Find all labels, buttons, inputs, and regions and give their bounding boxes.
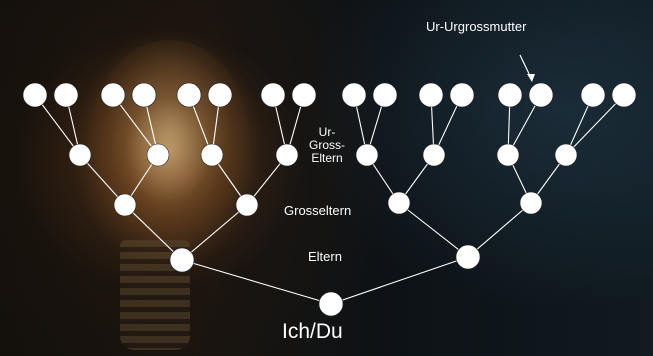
node-ur-ur-gross-eltern xyxy=(207,82,233,108)
node-eltern xyxy=(169,247,195,273)
node-grosseltern xyxy=(113,193,137,217)
node-ur-ur-gross-eltern xyxy=(497,82,523,108)
node-ur-ur-gross-eltern xyxy=(341,82,367,108)
node-ur-ur-gross-eltern xyxy=(449,82,475,108)
label-urgrosseltern-line3: Eltern xyxy=(311,151,343,166)
tree-edge xyxy=(398,202,469,258)
tree-edge xyxy=(330,256,469,305)
node-grosseltern xyxy=(387,191,411,215)
node-ur-ur-gross-eltern xyxy=(418,82,444,108)
node-ur-gross-eltern xyxy=(146,143,170,167)
label-urgrosseltern: Ur- Gross- Eltern xyxy=(302,125,352,166)
arrowhead-icon xyxy=(527,74,535,82)
node-grosseltern xyxy=(519,191,543,215)
node-ur-gross-eltern xyxy=(554,143,578,167)
node-ur-ur-gross-eltern xyxy=(176,82,202,108)
node-ur-ur-gross-eltern xyxy=(372,82,398,108)
node-ur-gross-eltern xyxy=(355,143,379,167)
node-ur-ur-gross-eltern xyxy=(53,82,79,108)
node-ur-gross-eltern xyxy=(275,143,299,167)
tree-edge xyxy=(124,204,183,261)
node-ur-ur-gross-eltern xyxy=(100,82,126,108)
node-ur-gross-eltern xyxy=(422,143,446,167)
tree-edge xyxy=(34,94,81,156)
node-ur-ur-gross-eltern xyxy=(260,82,286,108)
node-eltern xyxy=(455,244,481,270)
node-ur-gross-eltern xyxy=(496,143,520,167)
label-urgrosseltern-line2: Gross- xyxy=(309,138,345,153)
node-ur-ur-gross-eltern xyxy=(291,82,317,108)
label-ich-du: Ich/Du xyxy=(282,320,343,343)
node-ur-gross-eltern xyxy=(200,143,224,167)
label-grosseltern: Grosseltern xyxy=(284,203,352,218)
node-ich-du xyxy=(318,291,344,317)
node-ur-ur-gross-eltern xyxy=(580,82,606,108)
tree-edge xyxy=(181,259,332,305)
node-ur-ur-gross-eltern xyxy=(528,82,554,108)
node-ur-ur-gross-eltern xyxy=(131,82,157,108)
node-grosseltern xyxy=(235,193,259,217)
tree-edge xyxy=(181,204,248,261)
label-eltern: Eltern xyxy=(308,249,342,264)
tree-edge xyxy=(565,94,625,156)
tree-edge xyxy=(112,94,159,156)
node-ur-ur-gross-eltern xyxy=(22,82,48,108)
tree-nodes xyxy=(22,82,637,317)
tree-edge xyxy=(467,202,532,258)
label-ur-urgrossmutter: Ur-Urgrossmutter xyxy=(426,19,527,34)
node-ur-ur-gross-eltern xyxy=(611,82,637,108)
node-ur-gross-eltern xyxy=(68,143,92,167)
label-urgrosseltern-line1: Ur- xyxy=(318,125,336,139)
